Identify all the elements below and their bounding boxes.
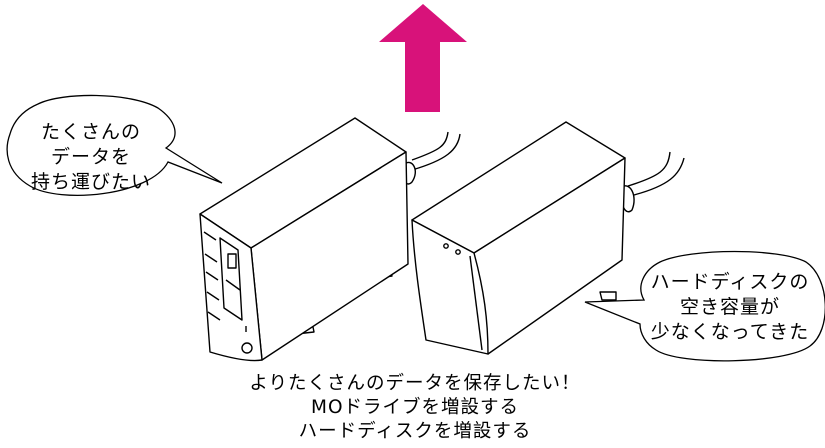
caption-line: MOドライブを増設する xyxy=(310,397,520,418)
right-bubble-line: 空き容量が xyxy=(679,296,780,318)
left-bubble-line: データを xyxy=(50,146,131,168)
hard-disk-unit xyxy=(411,121,685,355)
right-bubble-text: ハードディスクの 空き容量が 少なくなってきた xyxy=(640,270,820,345)
up-arrow-icon xyxy=(379,4,467,112)
right-bubble-line: ハードディスクの xyxy=(650,271,810,293)
left-bubble-line: 持ち運びたい xyxy=(30,171,151,193)
caption-line: ハードディスクを増設する xyxy=(298,421,532,442)
left-bubble-text: たくさんの データを 持ち運びたい xyxy=(16,120,166,195)
mo-drive-unit xyxy=(199,117,461,362)
right-bubble-line: 少なくなってきた xyxy=(650,321,810,343)
right-speech-bubble xyxy=(584,250,825,362)
left-speech-bubble xyxy=(6,94,223,196)
caption: よりたくさんのデータを保存したい！ MOドライブを増設する ハードディスクを増設… xyxy=(205,372,625,444)
left-bubble-line: たくさんの xyxy=(40,121,141,143)
caption-line: よりたくさんのデータを保存したい！ xyxy=(249,373,581,394)
